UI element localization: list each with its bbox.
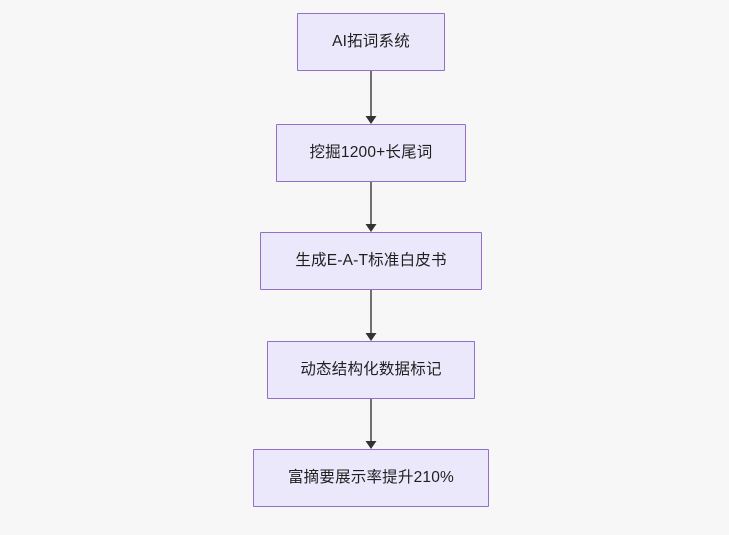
flow-arrow-down-icon (363, 290, 379, 341)
flow-node-label: AI拓词系统 (332, 32, 410, 50)
flow-arrow-down-icon (363, 182, 379, 232)
flow-arrow-down-icon (363, 71, 379, 124)
flow-node-mine-longtail-keywords[interactable]: 挖掘1200+长尾词 (276, 124, 466, 182)
flow-node-generate-eat-whitepaper[interactable]: 生成E-A-T标准白皮书 (260, 232, 482, 290)
flow-arrow-down-icon (363, 399, 379, 449)
flow-node-label: 富摘要展示率提升210% (287, 468, 455, 486)
flow-node-label: 挖掘1200+长尾词 (309, 143, 433, 161)
flow-node-dynamic-structured-data-markup[interactable]: 动态结构化数据标记 (267, 341, 475, 399)
flow-node-label: 生成E-A-T标准白皮书 (295, 251, 447, 269)
flow-node-label: 动态结构化数据标记 (300, 360, 442, 378)
flow-node-ai-keyword-system[interactable]: AI拓词系统 (297, 13, 445, 71)
flow-node-rich-snippet-impression-uplift[interactable]: 富摘要展示率提升210% (253, 449, 489, 507)
